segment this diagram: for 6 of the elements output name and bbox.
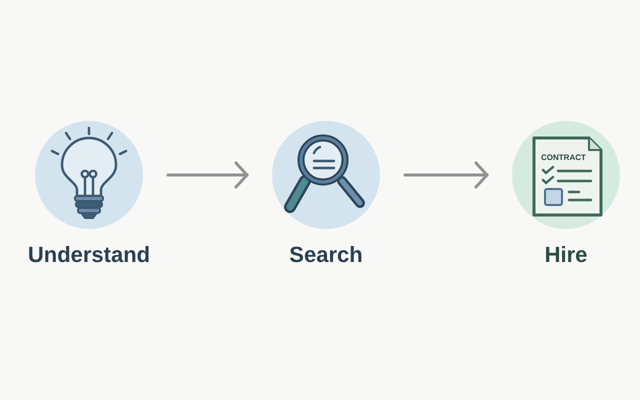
- step-label: Understand: [28, 241, 150, 269]
- step-label: Search: [289, 241, 363, 269]
- document-title: CONTRACT: [541, 153, 586, 162]
- arrow: [166, 162, 248, 188]
- arrow: [404, 162, 488, 188]
- step-label: Hire: [544, 241, 588, 269]
